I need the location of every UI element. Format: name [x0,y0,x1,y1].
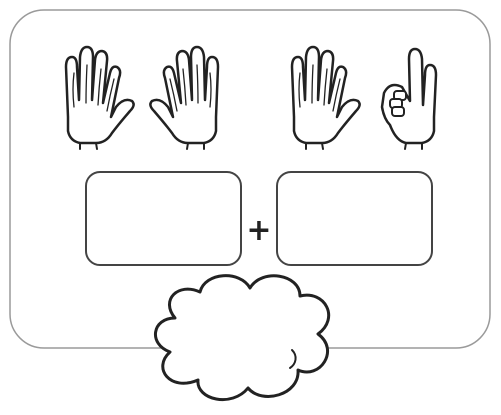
plus-sign: + [246,213,271,248]
cloud-inner-curl [289,349,297,369]
answer-cloud[interactable] [153,274,331,402]
answer-box-right[interactable] [276,171,433,266]
answer-box-left[interactable] [85,171,242,266]
